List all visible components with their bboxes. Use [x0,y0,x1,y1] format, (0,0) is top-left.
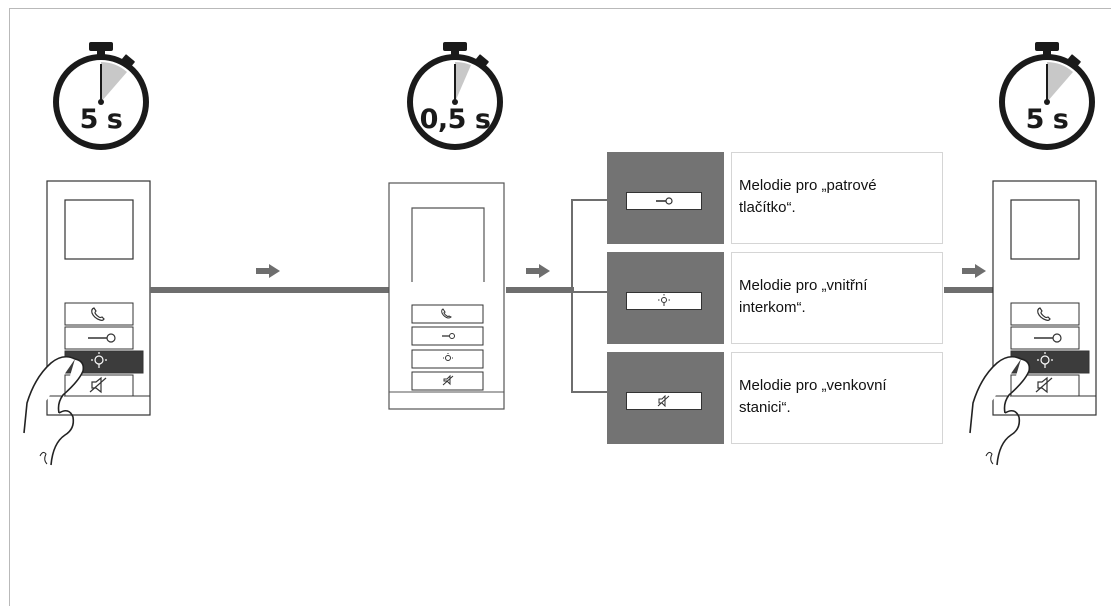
connector-line [506,287,574,293]
option-button-preview [607,252,724,344]
connector-line [150,287,390,293]
timer-label: 5 s [1025,104,1069,135]
branch-line [571,291,607,293]
diagram-frame [9,8,1111,606]
indoor-station-3 [966,178,1106,483]
indoor-station-1 [20,178,160,483]
key-icon [656,197,673,205]
timer-label: 0,5 s [419,104,491,135]
branch-line [571,391,607,393]
button-tile [626,392,702,410]
option-text: Melodie pro „venkovní stanici“. [739,377,887,416]
option-description: Melodie pro „vnitřní interkom“. [731,252,943,344]
branch-line [571,199,573,392]
option-text: Melodie pro „patrové tlačítko“. [739,177,877,216]
light-icon [658,294,670,306]
arrow-right-icon [962,264,986,278]
connector-line [944,287,994,293]
indoor-station-2 [388,182,508,419]
timer-3: 5 s [997,40,1097,150]
option-description: Melodie pro „venkovní stanici“. [731,352,943,444]
option-button-preview [607,352,724,444]
timer-1: 5 s [51,40,151,150]
button-tile [626,192,702,210]
mute-icon [657,395,670,407]
option-text: Melodie pro „vnitřní interkom“. [739,277,868,316]
option-button-preview [607,152,724,244]
branch-line [571,199,607,201]
timer-2: 0,5 s [405,40,505,150]
arrow-right-icon [256,264,280,278]
arrow-right-icon [526,264,550,278]
button-tile [626,292,702,310]
timer-label: 5 s [79,104,123,135]
option-description: Melodie pro „patrové tlačítko“. [731,152,943,244]
